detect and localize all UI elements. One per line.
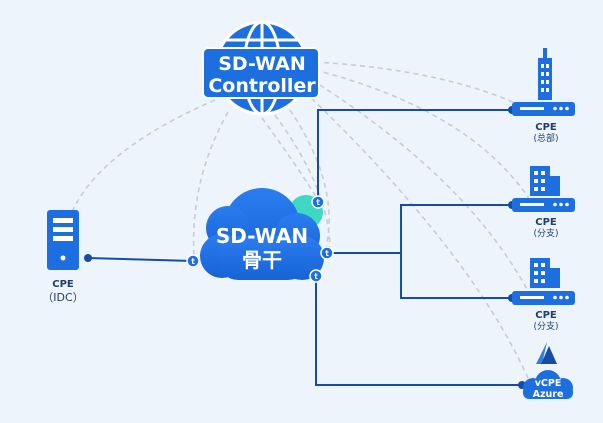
dashed-link-backbone-right <box>274 114 331 251</box>
cpe-idc-label: CPE <box>52 279 74 290</box>
cpe-branch2-label: CPE <box>535 310 557 321</box>
dashed-link-branch2 <box>311 79 531 296</box>
link-backbone-hq <box>317 109 512 202</box>
t-badge: t <box>320 246 334 260</box>
cpe-hq-sublabel: (总部) <box>533 132 558 144</box>
backbone-title-line1: SD-WAN <box>216 224 308 248</box>
cpe-branch1-label: CPE <box>535 217 557 228</box>
t-badge: t <box>186 254 200 268</box>
connection-dot <box>84 254 92 262</box>
cpe-idc[interactable]: CPE （IDC） <box>42 210 84 304</box>
sdwan-controller[interactable]: SD-WAN Controller <box>202 20 320 116</box>
office-building-icon <box>530 166 560 196</box>
vcpe-azure[interactable]: vCPE Azure <box>523 342 573 400</box>
controller-overlay-links <box>71 61 531 379</box>
dashed-link-azure <box>304 91 529 379</box>
link-backbone-azure <box>315 276 522 386</box>
controller-label-box <box>202 47 320 99</box>
office-building-icon <box>530 258 560 288</box>
router-icon <box>512 102 575 116</box>
link-idc-backbone <box>87 257 194 262</box>
t-badge: t <box>309 269 323 283</box>
server-tower-icon <box>47 210 79 270</box>
svg-text:t: t <box>316 198 320 207</box>
link-branch2 <box>400 253 512 299</box>
dashed-link-idc <box>71 99 216 213</box>
svg-text:t: t <box>191 257 195 266</box>
dashed-link-backbone-mid <box>261 117 319 201</box>
azure-label: Azure <box>533 389 564 400</box>
t-badge: t <box>311 195 325 209</box>
router-icon <box>512 198 575 212</box>
cloud-icon <box>200 188 324 280</box>
svg-text:t: t <box>325 249 329 258</box>
dashed-link-backbone-left <box>192 111 229 256</box>
backbone-links <box>87 109 522 386</box>
dashed-link-branch1 <box>314 69 531 201</box>
azure-logo-icon <box>536 342 557 364</box>
dashed-link-hq <box>314 61 531 111</box>
cpe-branch2-sublabel: (分支) <box>533 320 558 332</box>
cpe-hq-label: CPE <box>535 122 557 133</box>
link-backbone-branches <box>327 204 512 254</box>
svg-text:t: t <box>314 272 318 281</box>
cpe-branch-1[interactable]: CPE (分支) <box>512 166 575 239</box>
cloud-icon <box>523 370 573 399</box>
cpe-idc-sublabel: （IDC） <box>42 291 83 304</box>
cpe-headquarters[interactable]: CPE (总部) <box>512 48 575 144</box>
backbone-badges: t t t t <box>186 195 334 283</box>
backbone-title-line2: 骨干 <box>242 248 282 272</box>
cpe-branch1-sublabel: (分支) <box>533 227 558 239</box>
router-icon <box>512 291 575 305</box>
skyscraper-icon <box>538 48 552 100</box>
sdwan-backbone[interactable]: SD-WAN 骨干 <box>200 188 324 280</box>
vcpe-label: vCPE <box>535 378 562 389</box>
controller-title-line2: Controller <box>208 75 316 97</box>
cpe-branch-2[interactable]: CPE (分支) <box>512 258 575 332</box>
controller-title-line1: SD-WAN <box>218 53 306 75</box>
